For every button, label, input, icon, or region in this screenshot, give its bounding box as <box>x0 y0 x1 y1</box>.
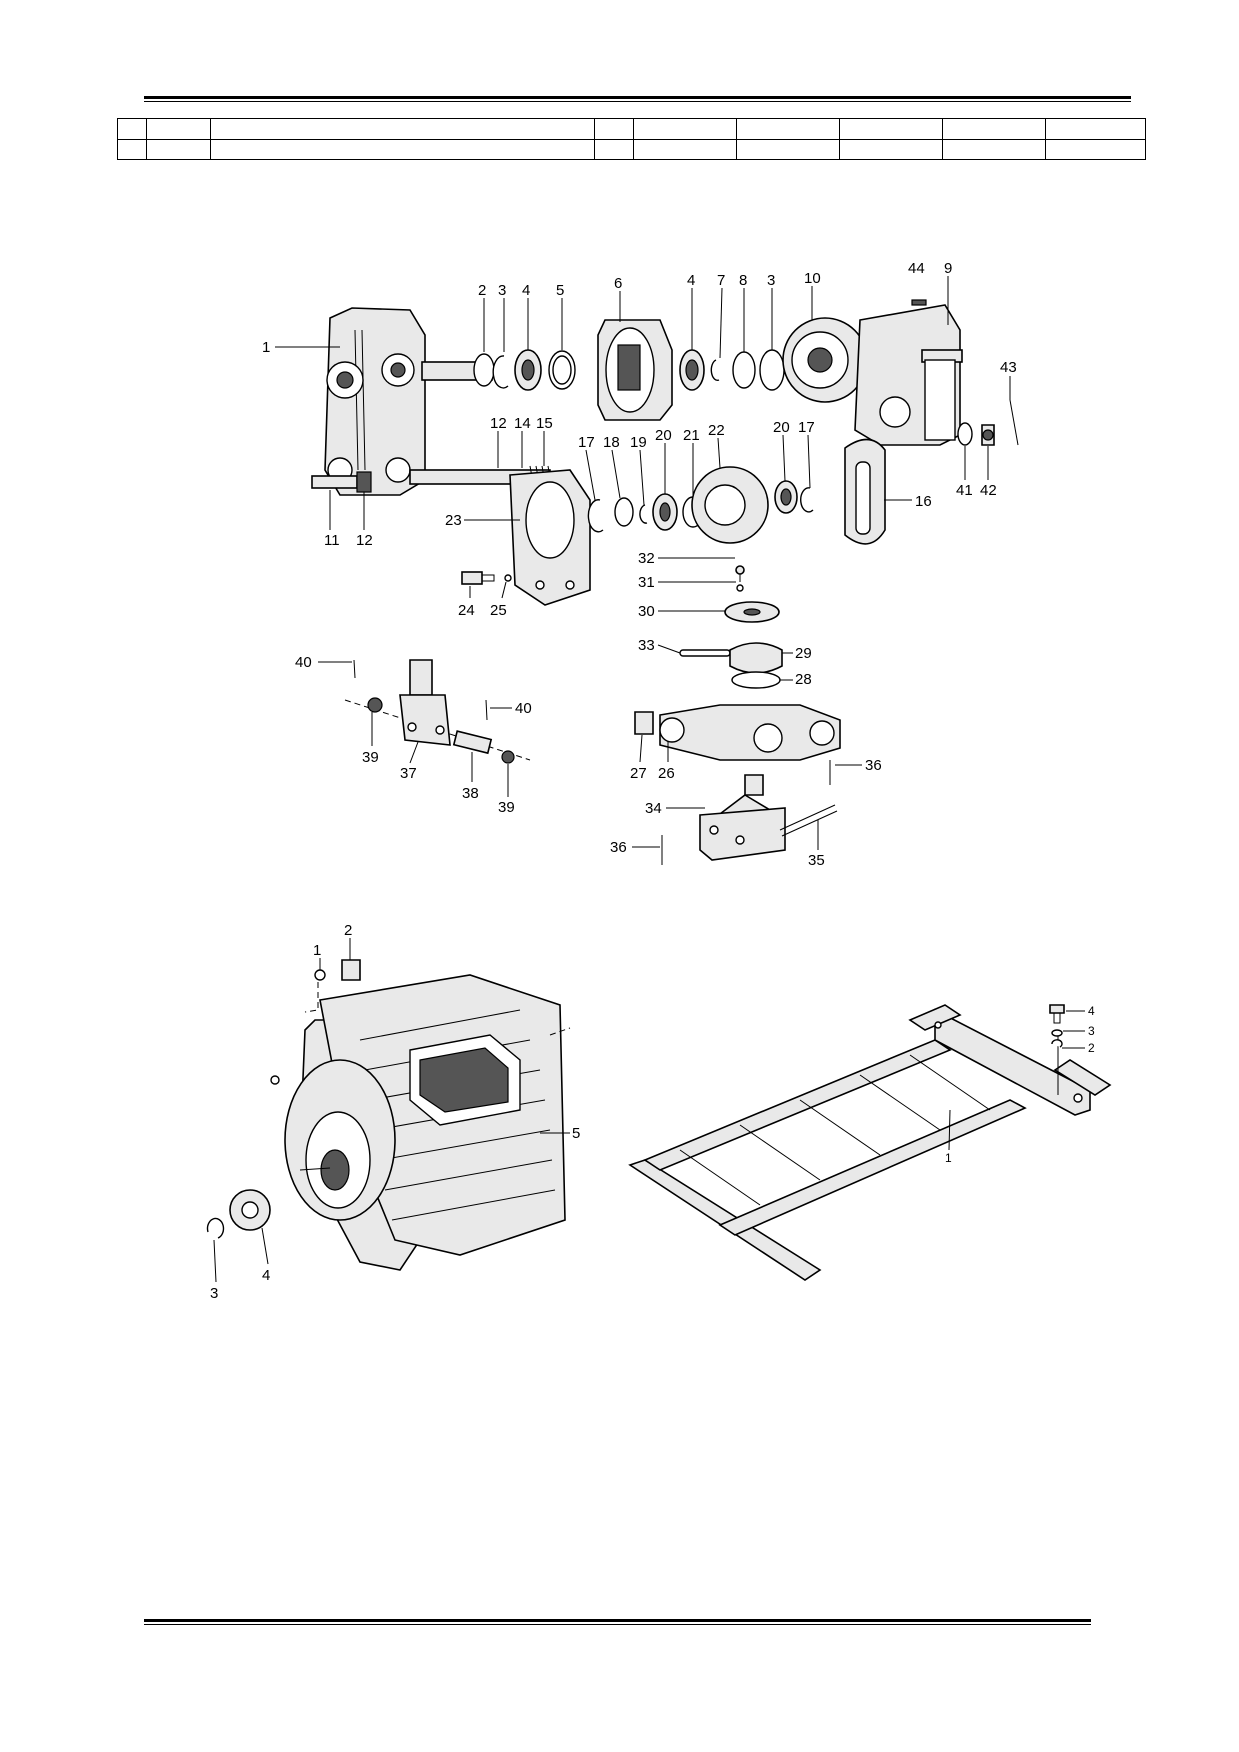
callout-label: 12 <box>490 415 507 432</box>
callout-label: 17 <box>578 434 595 451</box>
callout-label: 1 <box>262 339 270 356</box>
callout-label: 41 <box>956 482 973 499</box>
engine-callouts: 1 2 5 4 3 <box>210 922 580 1302</box>
callout-label: 20 <box>773 419 790 436</box>
callout-label: 36 <box>865 757 882 774</box>
table-cell <box>1045 138 1146 160</box>
callout-label: 35 <box>808 852 825 869</box>
callout-label: 4 <box>687 272 695 289</box>
bushing-27 <box>634 711 654 735</box>
footer-rule <box>144 1619 1091 1625</box>
pin-33 <box>679 649 731 657</box>
callout-label: 19 <box>630 434 647 451</box>
callout-label: 9 <box>944 260 952 277</box>
callout-label: 33 <box>638 637 655 654</box>
callout-label: 37 <box>400 765 417 782</box>
callout-label: 1 <box>945 1151 952 1165</box>
frame-callouts: 4 3 2 1 <box>945 1004 1095 1165</box>
callout-label: 15 <box>536 415 553 432</box>
callout-label: 18 <box>603 434 620 451</box>
cap-29 <box>729 642 783 674</box>
callout-label: 24 <box>458 602 475 619</box>
callout-label: 32 <box>638 550 655 567</box>
callout-label: 43 <box>1000 359 1017 376</box>
pin-shaft <box>311 475 358 489</box>
callout-label: 2 <box>344 922 352 939</box>
callout-label: 34 <box>645 800 662 817</box>
callout-label: 22 <box>708 422 725 439</box>
callout-label: 8 <box>739 272 747 289</box>
callout-label: 16 <box>915 493 932 510</box>
callout-label: 28 <box>795 671 812 688</box>
callout-label: 40 <box>515 700 532 717</box>
frame-view <box>628 1004 1112 1281</box>
callout-label: 4 <box>522 282 530 299</box>
gearbox-callouts: 1 2 3 4 5 6 4 7 8 3 10 44 9 43 12 14 15 … <box>262 260 1017 869</box>
callout-label: 44 <box>908 260 925 277</box>
frame-long-rail-a <box>643 1039 952 1171</box>
callout-label: 4 <box>1088 1004 1095 1018</box>
callout-label: 3 <box>498 282 506 299</box>
callout-label: 5 <box>556 282 564 299</box>
callout-label: 31 <box>638 574 655 591</box>
callout-label: 14 <box>514 415 531 432</box>
housing-slot <box>354 329 366 471</box>
callout-label: 30 <box>638 603 655 620</box>
clamp-34 <box>699 807 786 861</box>
callout-label: 4 <box>262 1267 270 1284</box>
frame-front-rail <box>628 1159 822 1281</box>
callout-label: 2 <box>478 282 486 299</box>
callout-label: 20 <box>655 427 672 444</box>
callout-label: 27 <box>630 765 647 782</box>
callout-label: 1 <box>313 942 321 959</box>
callout-label: 11 <box>324 532 340 549</box>
callout-label: 10 <box>804 270 821 287</box>
callout-label: 3 <box>767 272 775 289</box>
pin-38 <box>452 730 493 755</box>
callout-label: 17 <box>798 419 815 436</box>
header-table <box>117 118 1146 160</box>
callout-label: 2 <box>1088 1041 1095 1055</box>
key-44 <box>911 299 927 306</box>
callout-label: 12 <box>356 532 373 549</box>
callout-label: 7 <box>717 272 725 289</box>
gearbox-exploded-view <box>311 299 1019 865</box>
callout-label: 38 <box>462 785 479 802</box>
callout-label: 26 <box>658 765 675 782</box>
header-rule <box>144 96 1131 102</box>
callout-label: 23 <box>445 512 462 529</box>
callout-label: 21 <box>683 427 700 444</box>
callout-label: 42 <box>980 482 997 499</box>
engine-view <box>206 959 571 1271</box>
callout-label: 39 <box>498 799 515 816</box>
callout-label: 3 <box>210 1285 218 1302</box>
callout-label: 5 <box>572 1125 580 1142</box>
callout-label: 40 <box>295 654 312 671</box>
callout-label: 3 <box>1088 1024 1095 1038</box>
callout-label: 29 <box>795 645 812 662</box>
callout-label: 25 <box>490 602 507 619</box>
callout-label: 6 <box>614 275 622 292</box>
callout-label: 39 <box>362 749 379 766</box>
frame-long-rail-b <box>718 1099 1027 1236</box>
header-row <box>117 118 1146 140</box>
callout-label: 36 <box>610 839 627 856</box>
header-row <box>117 138 1146 160</box>
stud-37 <box>409 659 433 696</box>
rocker-arm <box>659 704 841 761</box>
